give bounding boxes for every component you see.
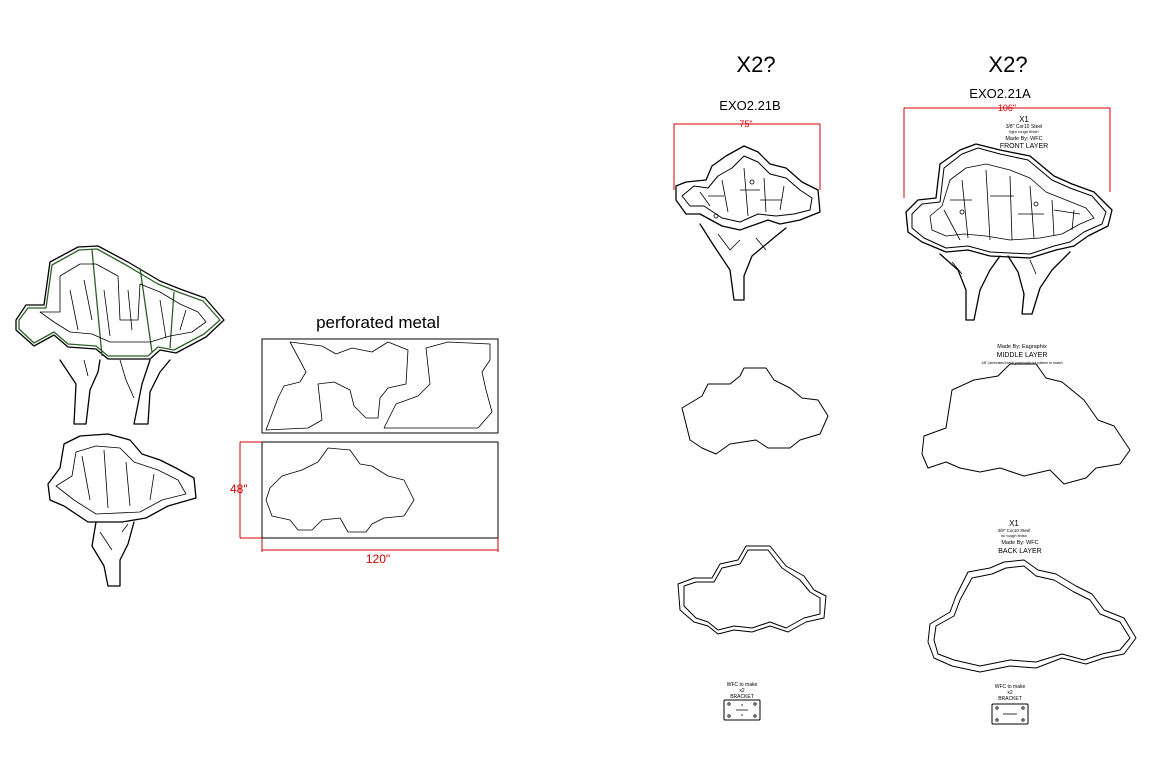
svg-text:WFC to make: WFC to make	[727, 682, 758, 688]
svg-text:x2: x2	[739, 688, 745, 694]
svg-text:Made By: Eagraphix: Made By: Eagraphix	[997, 344, 1047, 350]
middle-layer-b	[681, 367, 829, 455]
back-layer-a	[927, 559, 1137, 673]
dimension-120: 120"	[261, 538, 499, 566]
dimension-75: 75"	[673, 119, 821, 190]
perforated-sheet-top	[261, 338, 499, 434]
svg-text:Made By: WFC: Made By: WFC	[1001, 540, 1038, 546]
bracket-plate-a: WFC to make x2 BRACKET	[991, 684, 1029, 725]
svg-text:106": 106"	[998, 103, 1016, 113]
svg-text:75": 75"	[739, 119, 752, 129]
part-number-a: EXO2.21A	[969, 86, 1031, 101]
dimension-106: 106"	[903, 103, 1111, 198]
tree-front-layer-a	[905, 143, 1113, 321]
svg-text:light rough finish: light rough finish	[1009, 129, 1038, 134]
svg-text:w/ rough finish: w/ rough finish	[1001, 533, 1027, 538]
svg-text:MIDDLE LAYER: MIDDLE LAYER	[997, 352, 1048, 359]
svg-text:BACK LAYER: BACK LAYER	[998, 548, 1041, 555]
dimension-48: 48"	[230, 441, 262, 539]
svg-text:FRONT LAYER: FRONT LAYER	[1000, 143, 1048, 150]
tree-assembly-small	[47, 433, 197, 587]
tree-assembly-large	[15, 245, 225, 425]
quantity-label-a: X2?	[988, 52, 1027, 77]
back-layer-b	[677, 545, 827, 635]
middle-layer-a	[921, 363, 1131, 485]
svg-text:X1: X1	[1009, 519, 1019, 528]
svg-text:120": 120"	[366, 552, 390, 566]
svg-text:WFC to make: WFC to make	[995, 684, 1026, 690]
quantity-label-b: X2?	[736, 52, 775, 77]
perforated-sheet-bottom	[261, 441, 499, 539]
bracket-plate-b: WFC to make x2 BRACKET	[723, 682, 761, 721]
svg-text:X1: X1	[1019, 115, 1029, 124]
back-layer-notes: X1 3/8" Cor10 Steel w/ rough finish Made…	[998, 519, 1042, 555]
middle-layer-notes: Made By: Eagraphix MIDDLE LAYER 1/8" per…	[981, 344, 1062, 365]
svg-text:BRACKET: BRACKET	[730, 694, 754, 700]
svg-text:x2: x2	[1007, 690, 1013, 696]
front-layer-notes: X1 3/8" Cor10 Steel light rough finish M…	[1000, 115, 1048, 150]
svg-text:3/8" Cor10 Steel: 3/8" Cor10 Steel	[1006, 124, 1043, 130]
svg-text:Made By: WFC: Made By: WFC	[1005, 136, 1042, 142]
perforated-metal-title: perforated metal	[316, 313, 440, 332]
tree-front-layer-b	[675, 145, 821, 301]
svg-text:1/8" perforated metal panel wi: 1/8" perforated metal panel with cut pat…	[981, 361, 1062, 365]
svg-text:48": 48"	[230, 482, 248, 496]
part-number-b: EXO2.21B	[719, 98, 780, 113]
svg-text:3/8" Cor10 Steel: 3/8" Cor10 Steel	[998, 528, 1031, 533]
svg-text:BRACKET: BRACKET	[998, 696, 1022, 702]
